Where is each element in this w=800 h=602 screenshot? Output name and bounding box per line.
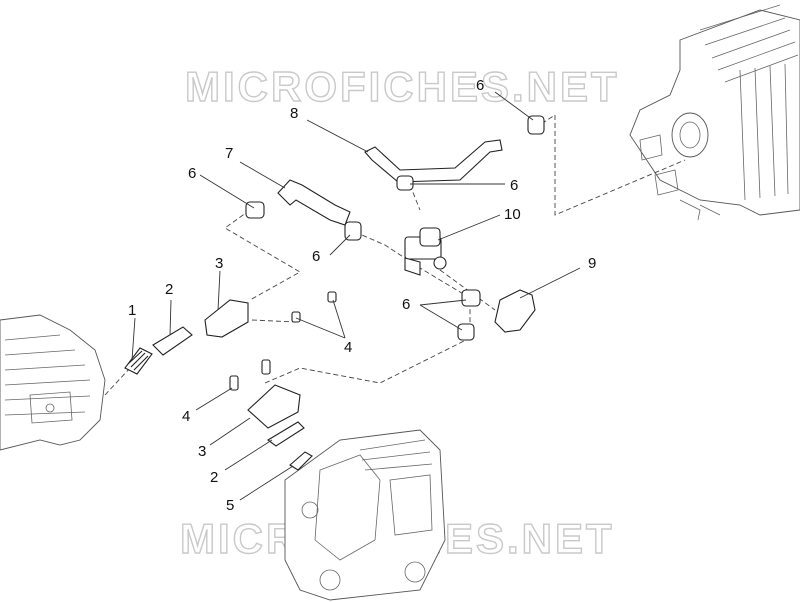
cover-3-top[interactable] — [204, 299, 249, 338]
routing-lines — [104, 114, 686, 396]
callout-3-top: 3 — [215, 255, 223, 272]
spring-1[interactable] — [124, 347, 153, 375]
breather-pipe-8[interactable] — [364, 139, 503, 183]
callout-8: 8 — [290, 105, 298, 122]
engine-block-left — [0, 314, 106, 451]
engine-block-right — [629, 4, 800, 221]
callout-6-b: 6 — [476, 77, 484, 94]
clamp-6-c[interactable] — [396, 175, 414, 191]
bolt-4-c[interactable] — [229, 375, 239, 391]
callout-7: 7 — [225, 145, 233, 162]
cylinder-head — [284, 429, 446, 601]
leader-lines — [131, 91, 581, 501]
clamp-6-d[interactable] — [527, 115, 545, 135]
plate-5[interactable] — [289, 451, 313, 471]
callout-5: 5 — [226, 497, 234, 514]
callout-2-bottom: 2 — [210, 469, 218, 486]
callout-4-left: 4 — [182, 408, 190, 425]
callout-9: 9 — [588, 255, 596, 272]
elbow-fitting-9[interactable] — [494, 289, 536, 333]
breather-valve-10[interactable] — [404, 227, 447, 276]
gasket-2-bottom[interactable] — [267, 421, 305, 447]
callout-6-e: 6 — [402, 296, 410, 313]
callout-6-c: 6 — [510, 177, 518, 194]
breather-hose-7[interactable] — [277, 179, 351, 226]
bolt-4-a[interactable] — [291, 311, 301, 323]
callout-1: 1 — [128, 302, 136, 319]
callout-10: 10 — [504, 206, 521, 223]
gasket-2-top[interactable] — [152, 326, 193, 356]
cover-3-bottom[interactable] — [247, 384, 301, 429]
callout-6-d: 6 — [312, 248, 320, 265]
callout-4-right: 4 — [344, 339, 352, 356]
watermark-top: MICROFICHES.NET — [185, 63, 620, 110]
callout-3-bottom: 3 — [198, 443, 206, 460]
clamp-6-f[interactable] — [457, 323, 475, 341]
bolt-4-d[interactable] — [261, 359, 271, 375]
bolt-4-b[interactable] — [327, 291, 337, 303]
callout-6-a: 6 — [188, 165, 196, 182]
clamp-6-e[interactable] — [461, 289, 481, 307]
callout-2-top: 2 — [165, 281, 173, 298]
